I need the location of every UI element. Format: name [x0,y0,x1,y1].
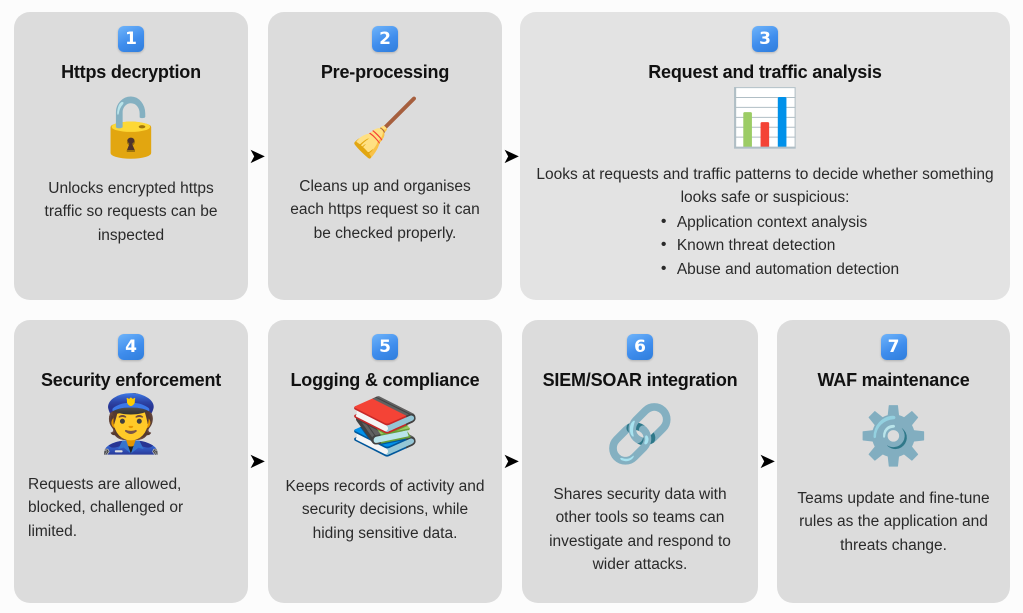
list-item: Known threat detection [661,233,899,258]
broom-icon: 🧹 [350,96,420,162]
step-number-badge: 5 [372,334,398,360]
step-title: Request and traffic analysis [648,62,882,82]
step-number-badge: 7 [880,334,907,360]
arrow-right-icon: ➤ [248,143,266,168]
arrow-right-icon: ➤ [502,143,520,168]
police-officer-icon: 👮 [96,392,166,458]
step-card-7: 7 WAF maintenance ⚙️ Teams update and fi… [777,320,1010,603]
step-description: Looks at requests and traffic patterns t… [536,166,994,207]
step-description: Requests are allowed, blocked, challenge… [28,476,184,540]
step-number-badge: 6 [627,334,653,360]
step-description: Shares security data with other tools so… [549,486,731,573]
step-number-badge: 3 [752,26,778,52]
arrow-right-icon: ➤ [758,448,776,473]
step-card-2: 2 Pre-processing 🧹 Cleans up and organis… [268,12,502,300]
step-description: Teams update and fine-tune rules as the … [797,490,990,554]
chain-link-icon: 🔗 [605,402,675,468]
step-number-badge: 4 [118,334,144,360]
books-icon: 📚 [350,394,420,460]
step-number-badge: 2 [372,26,398,52]
step-title: Logging & compliance [290,370,480,390]
list-item: Application context analysis [661,210,899,235]
step-title: Security enforcement [40,370,222,390]
step-card-4: 4 Security enforcement 👮 Requests are al… [14,320,248,603]
step-bullet-list: Application context analysis Known threa… [631,210,899,282]
step-card-5: 5 Logging & compliance 📚 Keeps records o… [268,320,502,603]
step-title: SIEM/SOAR integration [542,370,738,390]
step-title: Pre-processing [320,62,450,82]
unlocked-padlock-icon: 🔓 [96,96,166,162]
list-item: Abuse and automation detection [661,257,899,282]
step-card-6: 6 SIEM/SOAR integration 🔗 Shares securit… [522,320,758,603]
step-number-badge: 1 [118,26,144,52]
step-description: Cleans up and organises each https reque… [290,178,480,242]
step-title: WAF maintenance [817,370,970,390]
step-card-1: 1 Https decryption 🔓 Unlocks encrypted h… [14,12,248,300]
gear-icon: ⚙️ [858,404,929,470]
step-card-3: 3 Request and traffic analysis 📊 Looks a… [520,12,1010,300]
step-description: Unlocks encrypted https traffic so reque… [44,180,218,244]
arrow-right-icon: ➤ [502,448,520,473]
bar-chart-icon: 📊 [730,86,800,152]
step-description: Keeps records of activity and security d… [285,478,485,542]
arrow-right-icon: ➤ [248,448,266,473]
step-title: Https decryption [61,62,201,82]
